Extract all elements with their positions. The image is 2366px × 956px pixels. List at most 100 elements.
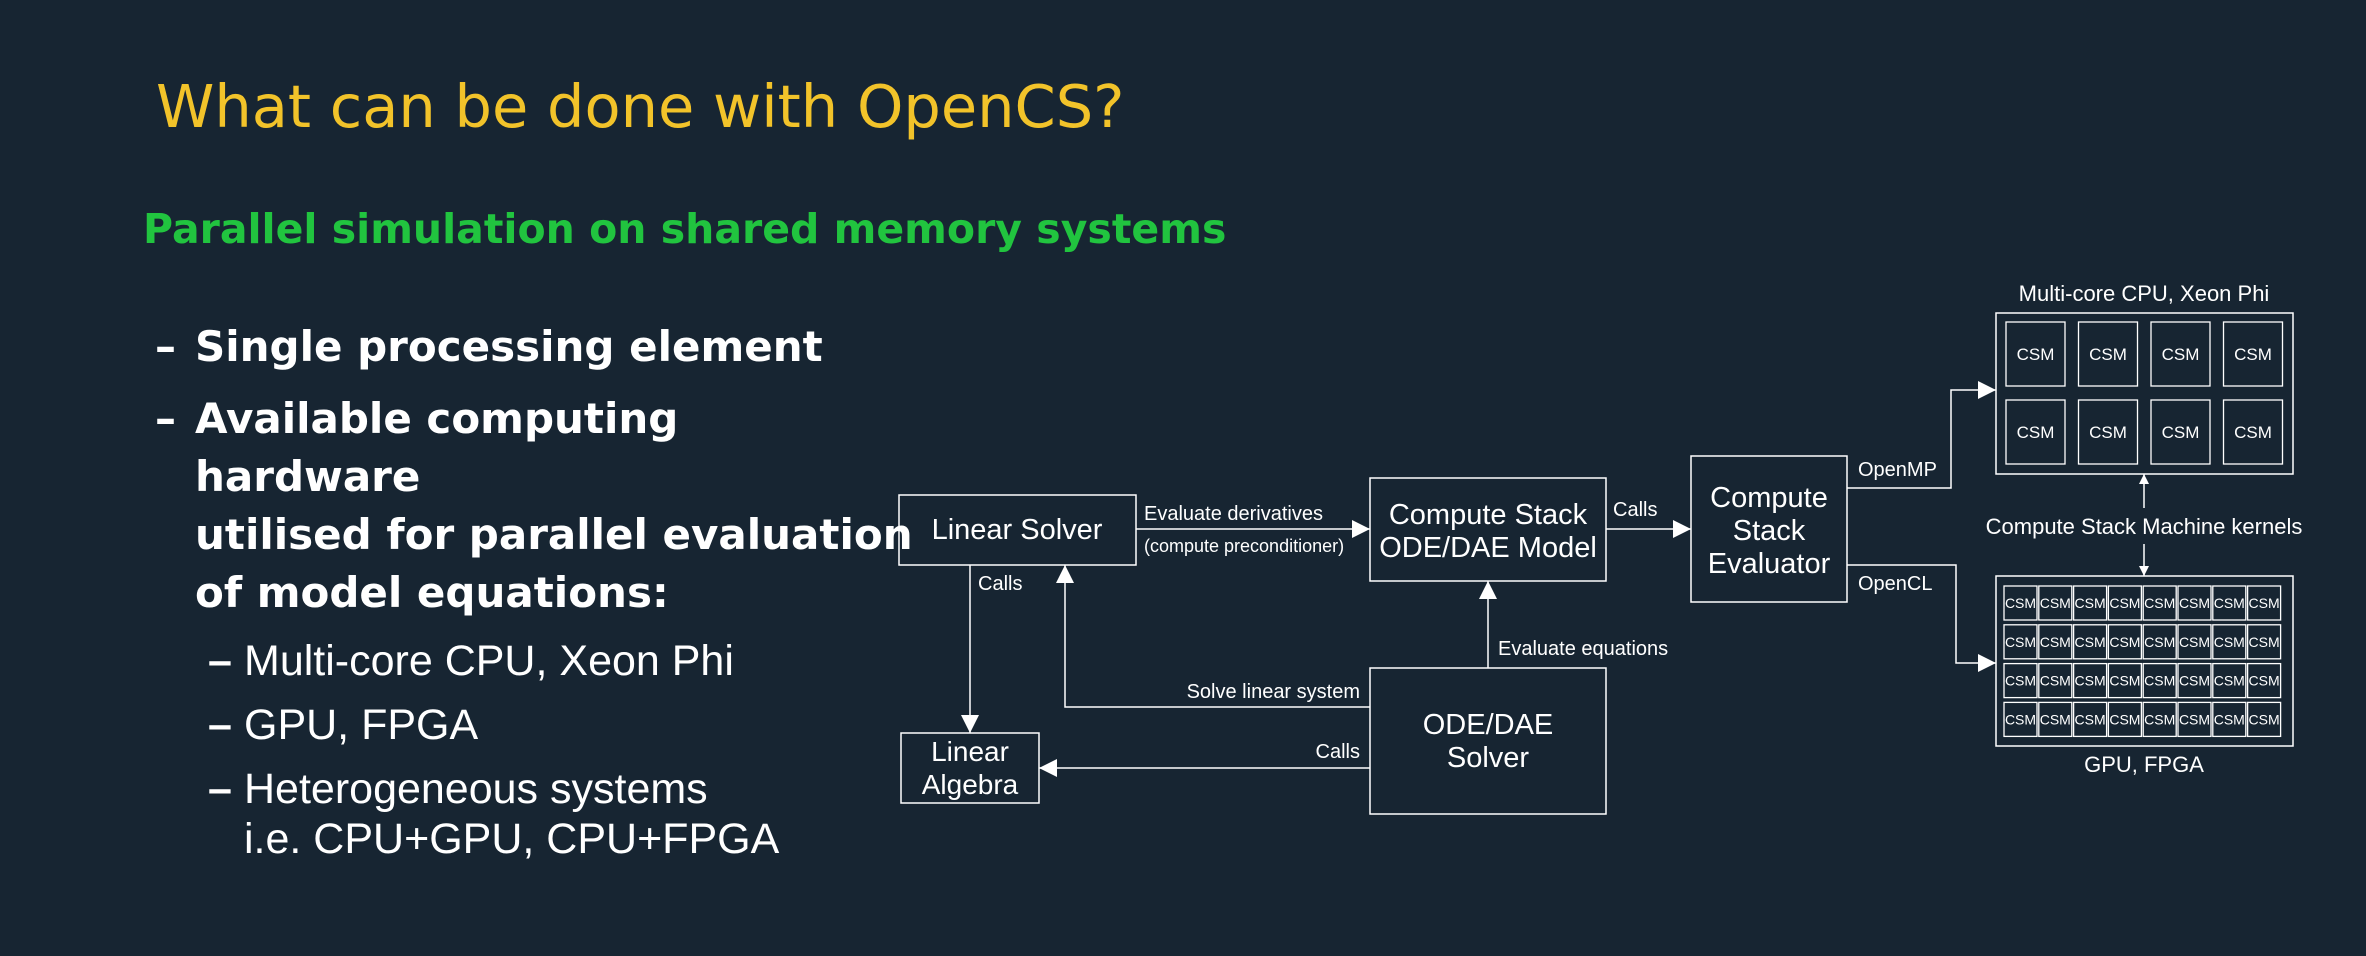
csm-label: CSM <box>2179 634 2210 650</box>
bullet-text: Single processing element <box>195 322 823 371</box>
csm-cell <box>2005 399 2066 465</box>
csm-cell <box>2072 585 2108 621</box>
csm-label: CSM <box>2017 345 2055 364</box>
linear-algebra-label-1: Linear <box>931 736 1009 767</box>
csm-label: CSM <box>2017 423 2055 442</box>
bullet-text-line1: Available computing hardware <box>195 394 679 501</box>
csm-label: CSM <box>2075 711 2106 727</box>
sub-bullet-dash: – <box>208 637 232 685</box>
multicore-box <box>1995 312 2294 475</box>
csm-cell <box>2246 624 2282 660</box>
csm-cell <box>2246 662 2282 699</box>
ode-solver-label-1: ODE/DAE <box>1423 709 1554 741</box>
multicore-title: Multi-core CPU, Xeon Phi <box>2019 281 2270 306</box>
evaluate-derivatives-label: Evaluate derivatives <box>1144 503 1323 525</box>
csm-cell <box>2077 321 2139 387</box>
csm-cell <box>2142 662 2177 699</box>
csm-cell <box>2246 701 2282 738</box>
sub-bullet-gpu: – GPU, FPGA <box>155 700 915 750</box>
csm-label: CSM <box>2144 634 2175 650</box>
sub-bullet-text-line1: Heterogeneous systems <box>244 765 708 813</box>
csm-cell <box>2150 399 2211 465</box>
csm-cell <box>2212 701 2247 738</box>
csm-cell <box>2072 701 2108 738</box>
arrow-openmp <box>1847 381 1996 489</box>
csm-label: CSM <box>2179 595 2210 611</box>
csm-cell <box>2150 321 2211 387</box>
csm-label: CSM <box>2089 423 2127 442</box>
csm-label: CSM <box>2005 595 2036 611</box>
linear-algebra-label-2: Algebra <box>922 769 1019 800</box>
calls-ls-la-label: Calls <box>978 573 1022 595</box>
slide-subtitle: Parallel simulation on shared memory sys… <box>143 205 1227 253</box>
csm-label: CSM <box>2214 673 2245 689</box>
csm-label: CSM <box>2109 673 2140 689</box>
compute-preconditioner-label: (compute preconditioner) <box>1144 536 1344 556</box>
csm-label: CSM <box>2109 595 2140 611</box>
csm-label: CSM <box>2214 634 2245 650</box>
csm-cell <box>2107 701 2143 738</box>
calls-model-eval-label: Calls <box>1613 499 1657 521</box>
csm-cell <box>2177 585 2212 621</box>
csm-cell <box>2038 701 2073 738</box>
ode-solver-label-2: Solver <box>1447 742 1530 774</box>
csm-label: CSM <box>2040 711 2071 727</box>
csm-label: CSM <box>2249 595 2280 611</box>
csm-cell <box>2142 701 2177 738</box>
csm-cell <box>2177 701 2212 738</box>
csm-cell <box>2003 662 2038 699</box>
cs-evaluator-label-1: Compute <box>1710 482 1828 514</box>
bullet-single-processing: – Single processing element <box>155 318 915 376</box>
linear-solver-box <box>898 494 1137 566</box>
csm-cell <box>2212 662 2247 699</box>
csm-cell <box>2177 624 2212 660</box>
csm-cell <box>2222 399 2284 465</box>
csm-cell <box>2107 662 2143 699</box>
bullet-text-line3: of model equations: <box>195 568 669 617</box>
csm-cell <box>2107 624 2143 660</box>
csm-label: CSM <box>2162 423 2200 442</box>
opencl-label: OpenCL <box>1858 573 1933 595</box>
linear-solver-label: Linear Solver <box>932 514 1103 546</box>
csm-label: CSM <box>2214 711 2245 727</box>
bullet-dash: – <box>155 322 176 371</box>
csm-cell <box>2222 321 2284 387</box>
calls-ode-la-label: Calls <box>1316 741 1360 763</box>
csm-cell <box>2212 624 2247 660</box>
cs-model-label-1: Compute Stack <box>1389 499 1588 531</box>
ode-solver-box <box>1369 667 1607 815</box>
csm-label: CSM <box>2179 711 2210 727</box>
csm-label: CSM <box>2005 673 2036 689</box>
csm-label: CSM <box>2005 634 2036 650</box>
csm-cell <box>2038 585 2073 621</box>
csm-cell <box>2005 321 2066 387</box>
csm-label: CSM <box>2214 595 2245 611</box>
sub-bullet-dash: – <box>208 765 232 813</box>
csm-label: CSM <box>2075 673 2106 689</box>
cs-evaluator-label-2: Stack <box>1733 515 1806 547</box>
bullet-dash: – <box>155 394 176 443</box>
csm-cell <box>2142 585 2177 621</box>
cs-evaluator-label-3: Evaluator <box>1708 548 1831 580</box>
arrow-solve-linear-system <box>1056 565 1370 708</box>
csm-label: CSM <box>2144 673 2175 689</box>
sub-bullet-text: Multi-core CPU, Xeon Phi <box>244 637 734 685</box>
arrow-opencl <box>1847 564 1996 672</box>
csm-label: CSM <box>2109 634 2140 650</box>
csm-label: CSM <box>2144 595 2175 611</box>
sub-bullet-text: GPU, FPGA <box>244 701 479 749</box>
csm-label: CSM <box>2162 345 2200 364</box>
csm-label: CSM <box>2075 634 2106 650</box>
csm-cell <box>2003 624 2038 660</box>
csm-label: CSM <box>2109 711 2140 727</box>
csm-cell <box>2177 662 2212 699</box>
bullet-list: – Single processing element – Available … <box>155 318 915 864</box>
csm-cell <box>2212 585 2247 621</box>
cs-model-label-2: ODE/DAE Model <box>1379 532 1597 564</box>
sub-bullet-heterogeneous: – Heterogeneous systems i.e. CPU+GPU, CP… <box>155 764 915 864</box>
csm-cell <box>2072 662 2108 699</box>
csm-label: CSM <box>2040 634 2071 650</box>
